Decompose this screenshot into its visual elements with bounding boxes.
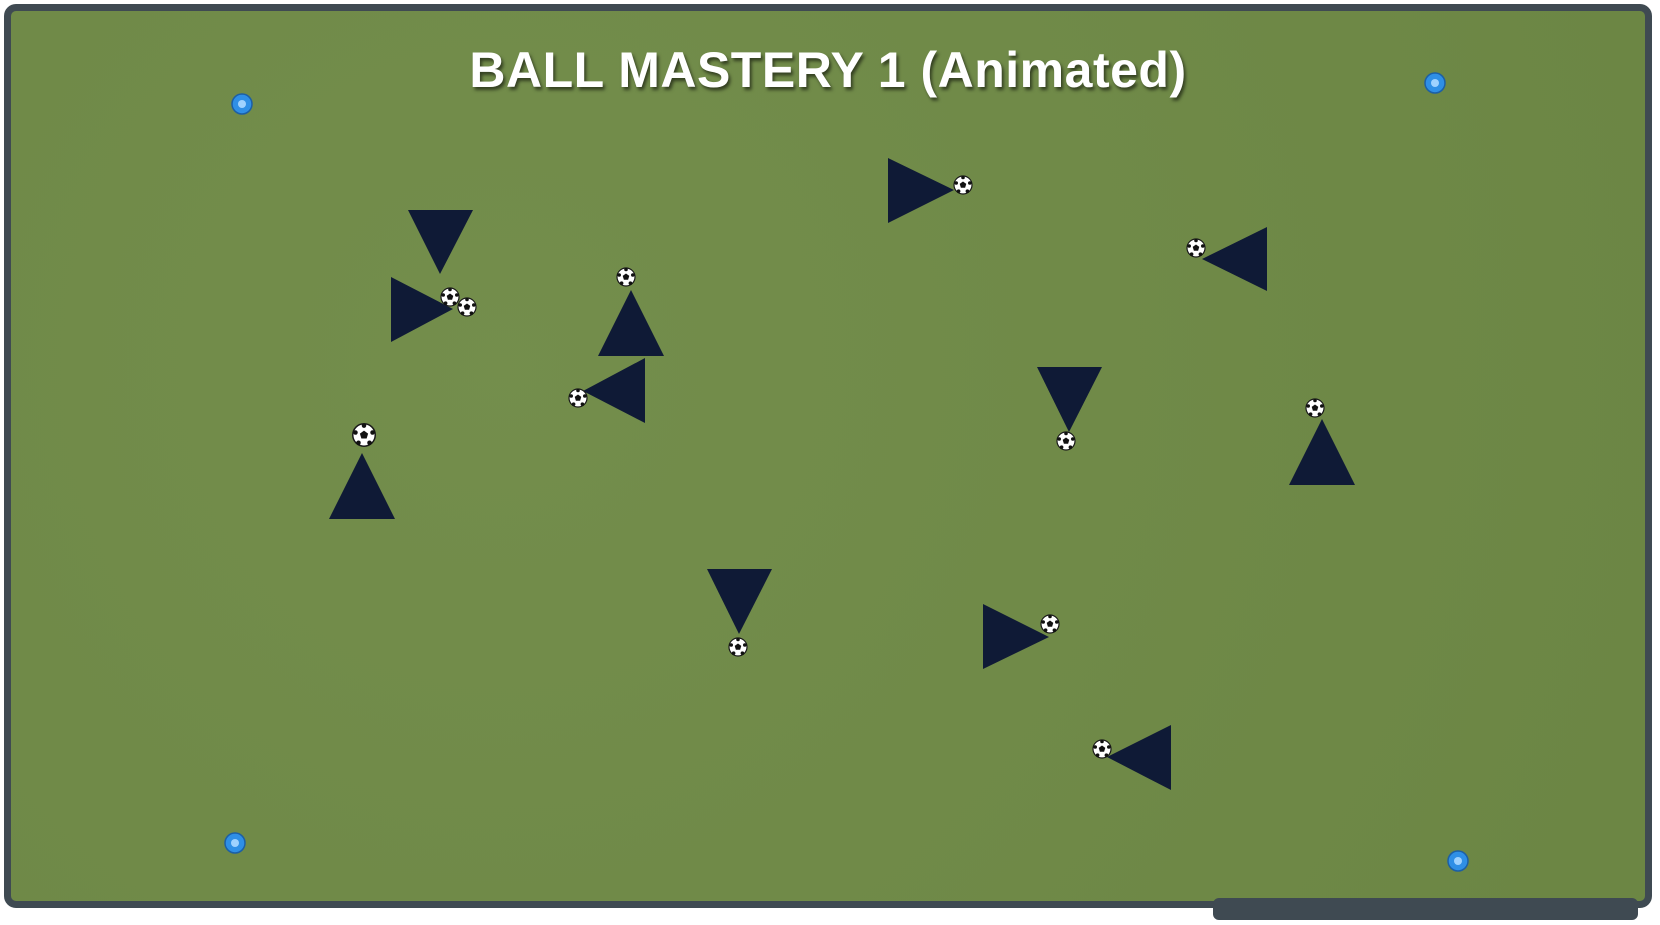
soccer-ball-icon[interactable] — [568, 388, 588, 408]
player-triangle-icon[interactable] — [1289, 419, 1355, 485]
player-triangle-icon[interactable] — [598, 290, 664, 356]
player-triangle-icon[interactable] — [707, 569, 772, 634]
drill-title: BALL MASTERY 1 (Animated) — [469, 42, 1187, 98]
soccer-ball-icon[interactable] — [457, 297, 477, 317]
player-triangle-icon[interactable] — [391, 277, 453, 342]
cone-marker-icon[interactable] — [224, 832, 246, 854]
soccer-ball-icon[interactable] — [1186, 238, 1206, 258]
drill-board: BALL MASTERY 1 (Animated) — [4, 4, 1652, 908]
player-triangle-icon[interactable] — [583, 358, 645, 423]
soccer-ball-icon[interactable] — [1040, 614, 1060, 634]
cone-marker-icon[interactable] — [1424, 72, 1446, 94]
bottom-panel-tab[interactable] — [1213, 898, 1638, 920]
soccer-ball-icon[interactable] — [1305, 398, 1325, 418]
soccer-ball-icon[interactable] — [616, 267, 636, 287]
cone-marker-icon[interactable] — [1447, 850, 1469, 872]
player-triangle-icon[interactable] — [1107, 725, 1171, 790]
player-triangle-icon[interactable] — [888, 158, 954, 223]
soccer-ball-icon[interactable] — [1056, 431, 1076, 451]
soccer-ball-icon[interactable] — [953, 175, 973, 195]
player-triangle-icon[interactable] — [1037, 367, 1102, 432]
soccer-ball-icon[interactable] — [728, 637, 748, 657]
player-triangle-icon[interactable] — [1202, 227, 1267, 291]
player-triangle-icon[interactable] — [329, 453, 395, 519]
soccer-ball-icon[interactable] — [1092, 739, 1112, 759]
soccer-ball-icon[interactable] — [440, 287, 460, 307]
player-triangle-icon[interactable] — [983, 604, 1049, 669]
soccer-ball-icon[interactable] — [352, 422, 376, 447]
cone-marker-icon[interactable] — [231, 93, 253, 115]
player-triangle-icon[interactable] — [408, 210, 473, 274]
